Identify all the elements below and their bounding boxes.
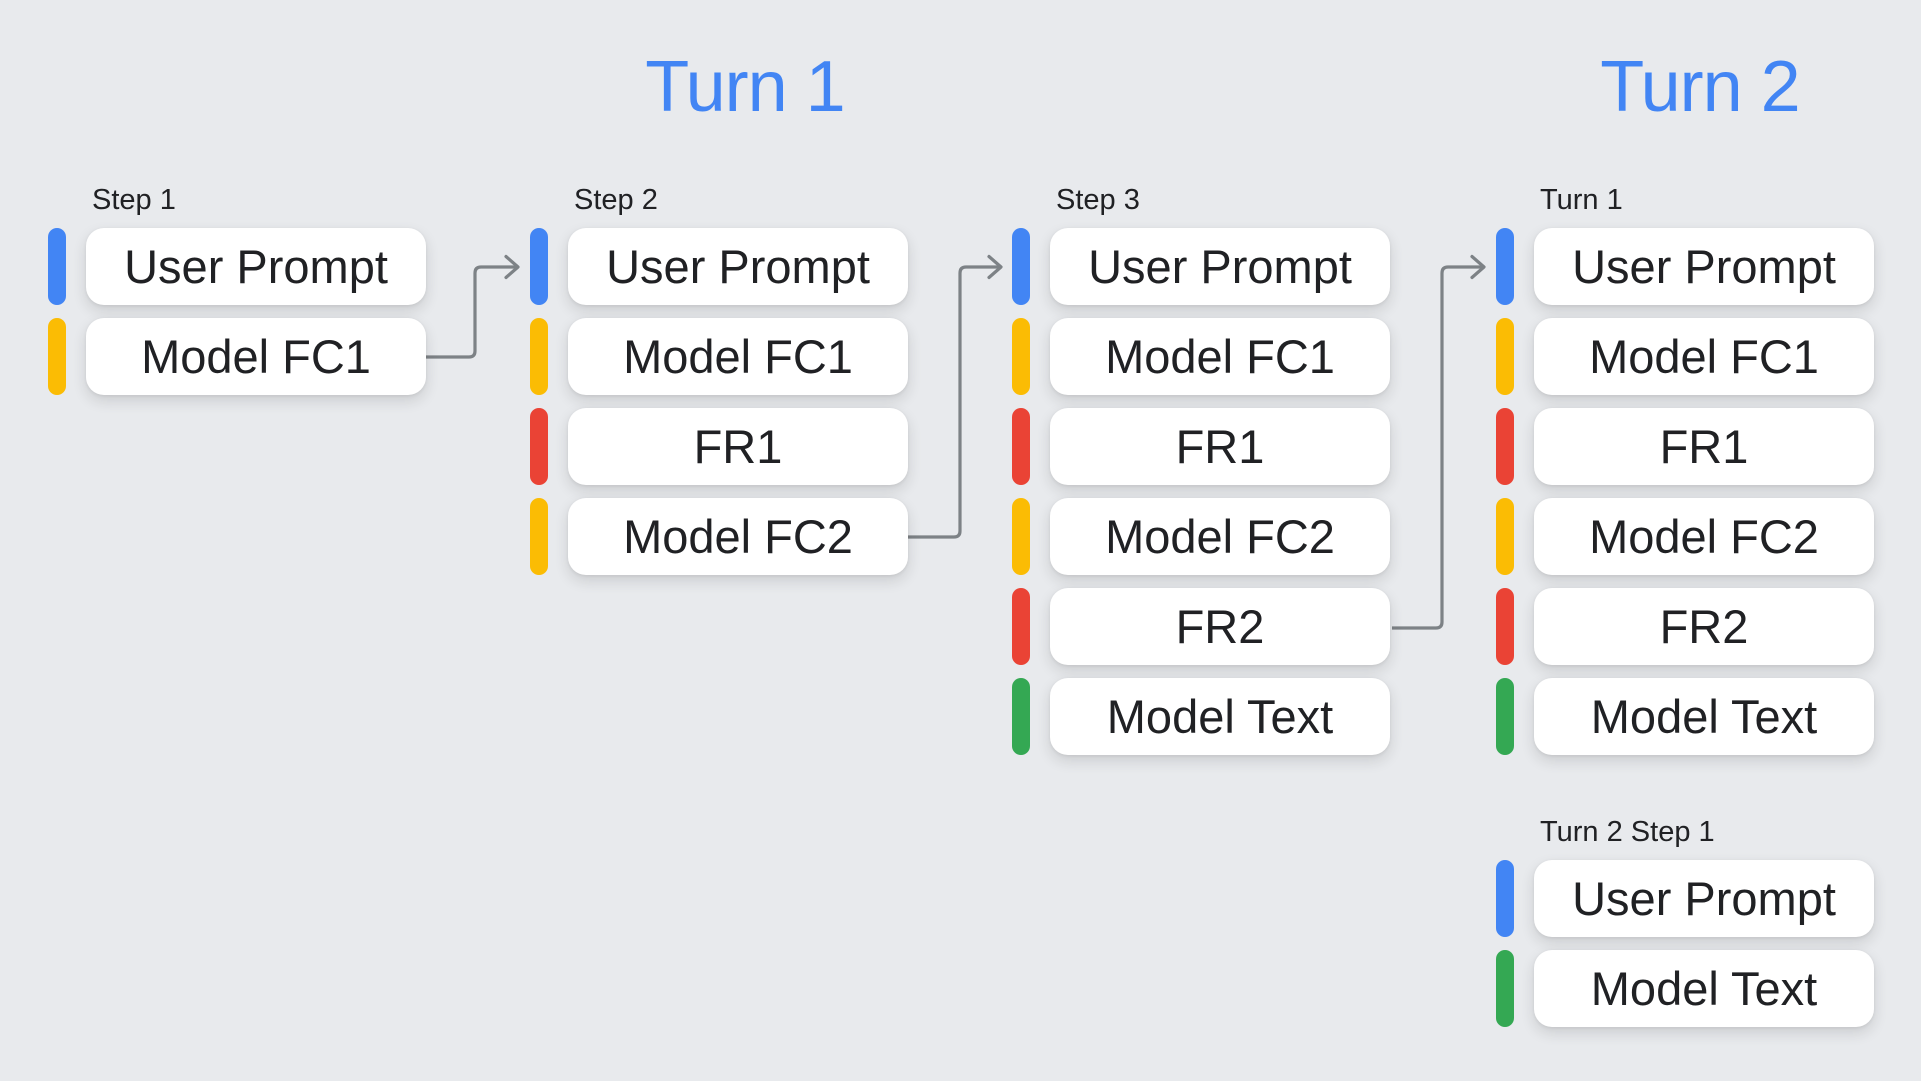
turn-2-title: Turn 2: [1600, 47, 1800, 127]
message-row-fr2: FR2: [1496, 588, 1874, 665]
message-box-label: User Prompt: [1088, 240, 1352, 293]
column-label: Step 3: [1056, 184, 1140, 216]
function-response-color-bar: [1496, 408, 1514, 485]
message-box-fr2: FR2: [1050, 588, 1390, 665]
message-row-fr2: FR2: [1012, 588, 1390, 665]
message-box-label: User Prompt: [606, 240, 870, 293]
message-box-label: Model FC2: [1589, 510, 1819, 563]
message-box-label: Model Text: [1590, 690, 1818, 743]
message-row-user-prompt: User Prompt: [1496, 860, 1874, 937]
function-response-color-bar: [1496, 588, 1514, 665]
message-box-fr2: FR2: [1534, 588, 1874, 665]
message-row-model-text: Model Text: [1496, 678, 1874, 755]
arrow-step3-to-turn1-head: [1470, 254, 1486, 280]
arrow-step1-to-step2-head: [504, 254, 520, 280]
user-prompt-color-bar: [1012, 228, 1030, 305]
message-box-label: Model FC1: [141, 330, 371, 383]
message-box-model-fc2: Model FC2: [1534, 498, 1874, 575]
message-row-user-prompt: User Prompt: [48, 228, 426, 305]
model-text-color-bar: [1496, 950, 1514, 1027]
message-box-model-fc1: Model FC1: [1534, 318, 1874, 395]
function-response-color-bar: [530, 408, 548, 485]
message-box-label: Model FC1: [1105, 330, 1335, 383]
message-box-label: Model FC1: [1589, 330, 1819, 383]
message-box-label: Model FC1: [623, 330, 853, 383]
model-text-color-bar: [1496, 678, 1514, 755]
message-box-fr1: FR1: [568, 408, 908, 485]
message-row-fr1: FR1: [1012, 408, 1390, 485]
message-row-model-fc1: Model FC1: [1012, 318, 1390, 395]
message-box-label: FR2: [1175, 600, 1265, 653]
function-response-color-bar: [1012, 588, 1030, 665]
message-box-model-fc1: Model FC1: [86, 318, 426, 395]
message-box-user-prompt: User Prompt: [1534, 228, 1874, 305]
turn-1-title: Turn 1: [645, 47, 845, 127]
message-box-model-fc2: Model FC2: [1050, 498, 1390, 575]
message-box-label: User Prompt: [1572, 872, 1836, 925]
message-box-model-text: Model Text: [1050, 678, 1390, 755]
model-fc-color-bar: [1496, 318, 1514, 395]
message-row-fr1: FR1: [530, 408, 908, 485]
message-box-model-fc1: Model FC1: [1050, 318, 1390, 395]
message-box-label: Model FC2: [623, 510, 853, 563]
message-box-label: FR1: [693, 420, 783, 473]
model-fc-color-bar: [1496, 498, 1514, 575]
column-step-2: Step 2 User Prompt Model FC1 FR1 Model F…: [530, 185, 908, 588]
message-row-model-fc1: Model FC1: [48, 318, 426, 395]
function-response-color-bar: [1012, 408, 1030, 485]
column-label: Turn 2 Step 1: [1540, 816, 1715, 848]
message-row-user-prompt: User Prompt: [1496, 228, 1874, 305]
column-turn-2-step-1: Turn 2 Step 1 User Prompt Model Text: [1496, 817, 1874, 1040]
message-row-model-fc2: Model FC2: [530, 498, 908, 575]
column-label: Step 2: [574, 184, 658, 216]
column-step-3: Step 3 User Prompt Model FC1 FR1 Model F…: [1012, 185, 1390, 768]
message-box-fr1: FR1: [1534, 408, 1874, 485]
model-fc-color-bar: [530, 498, 548, 575]
message-box-user-prompt: User Prompt: [1534, 860, 1874, 937]
message-row-model-fc2: Model FC2: [1496, 498, 1874, 575]
user-prompt-color-bar: [1496, 860, 1514, 937]
message-box-user-prompt: User Prompt: [568, 228, 908, 305]
message-box-model-text: Model Text: [1534, 950, 1874, 1027]
message-row-model-text: Model Text: [1496, 950, 1874, 1027]
message-box-model-fc1: Model FC1: [568, 318, 908, 395]
message-box-user-prompt: User Prompt: [86, 228, 426, 305]
user-prompt-color-bar: [48, 228, 66, 305]
model-text-color-bar: [1012, 678, 1030, 755]
message-box-model-fc2: Model FC2: [568, 498, 908, 575]
column-label: Step 1: [92, 184, 176, 216]
arrow-step2-to-step3-head: [987, 254, 1003, 280]
message-box-label: FR2: [1659, 600, 1749, 653]
model-fc-color-bar: [1012, 498, 1030, 575]
message-row-fr1: FR1: [1496, 408, 1874, 485]
message-row-model-text: Model Text: [1012, 678, 1390, 755]
message-row-user-prompt: User Prompt: [530, 228, 908, 305]
message-box-label: User Prompt: [124, 240, 388, 293]
arrow-step3-to-turn1: [1392, 265, 1483, 630]
message-row-user-prompt: User Prompt: [1012, 228, 1390, 305]
message-row-model-fc2: Model FC2: [1012, 498, 1390, 575]
arrow-step1-to-step2: [426, 265, 517, 359]
message-box-label: Model FC2: [1105, 510, 1335, 563]
user-prompt-color-bar: [1496, 228, 1514, 305]
model-fc-color-bar: [530, 318, 548, 395]
column-step-1: Step 1 User Prompt Model FC1: [48, 185, 426, 408]
message-box-label: FR1: [1175, 420, 1265, 473]
column-label: Turn 1: [1540, 184, 1623, 216]
column-turn-1-history: Turn 1 User Prompt Model FC1 FR1 Model F…: [1496, 185, 1874, 768]
user-prompt-color-bar: [530, 228, 548, 305]
model-fc-color-bar: [1012, 318, 1030, 395]
model-fc-color-bar: [48, 318, 66, 395]
message-box-label: User Prompt: [1572, 240, 1836, 293]
message-row-model-fc1: Model FC1: [530, 318, 908, 395]
message-box-label: Model Text: [1590, 962, 1818, 1015]
message-box-label: Model Text: [1106, 690, 1334, 743]
message-box-fr1: FR1: [1050, 408, 1390, 485]
message-box-label: FR1: [1659, 420, 1749, 473]
message-row-model-fc1: Model FC1: [1496, 318, 1874, 395]
arrow-step2-to-step3: [908, 265, 1000, 539]
message-box-model-text: Model Text: [1534, 678, 1874, 755]
message-box-user-prompt: User Prompt: [1050, 228, 1390, 305]
